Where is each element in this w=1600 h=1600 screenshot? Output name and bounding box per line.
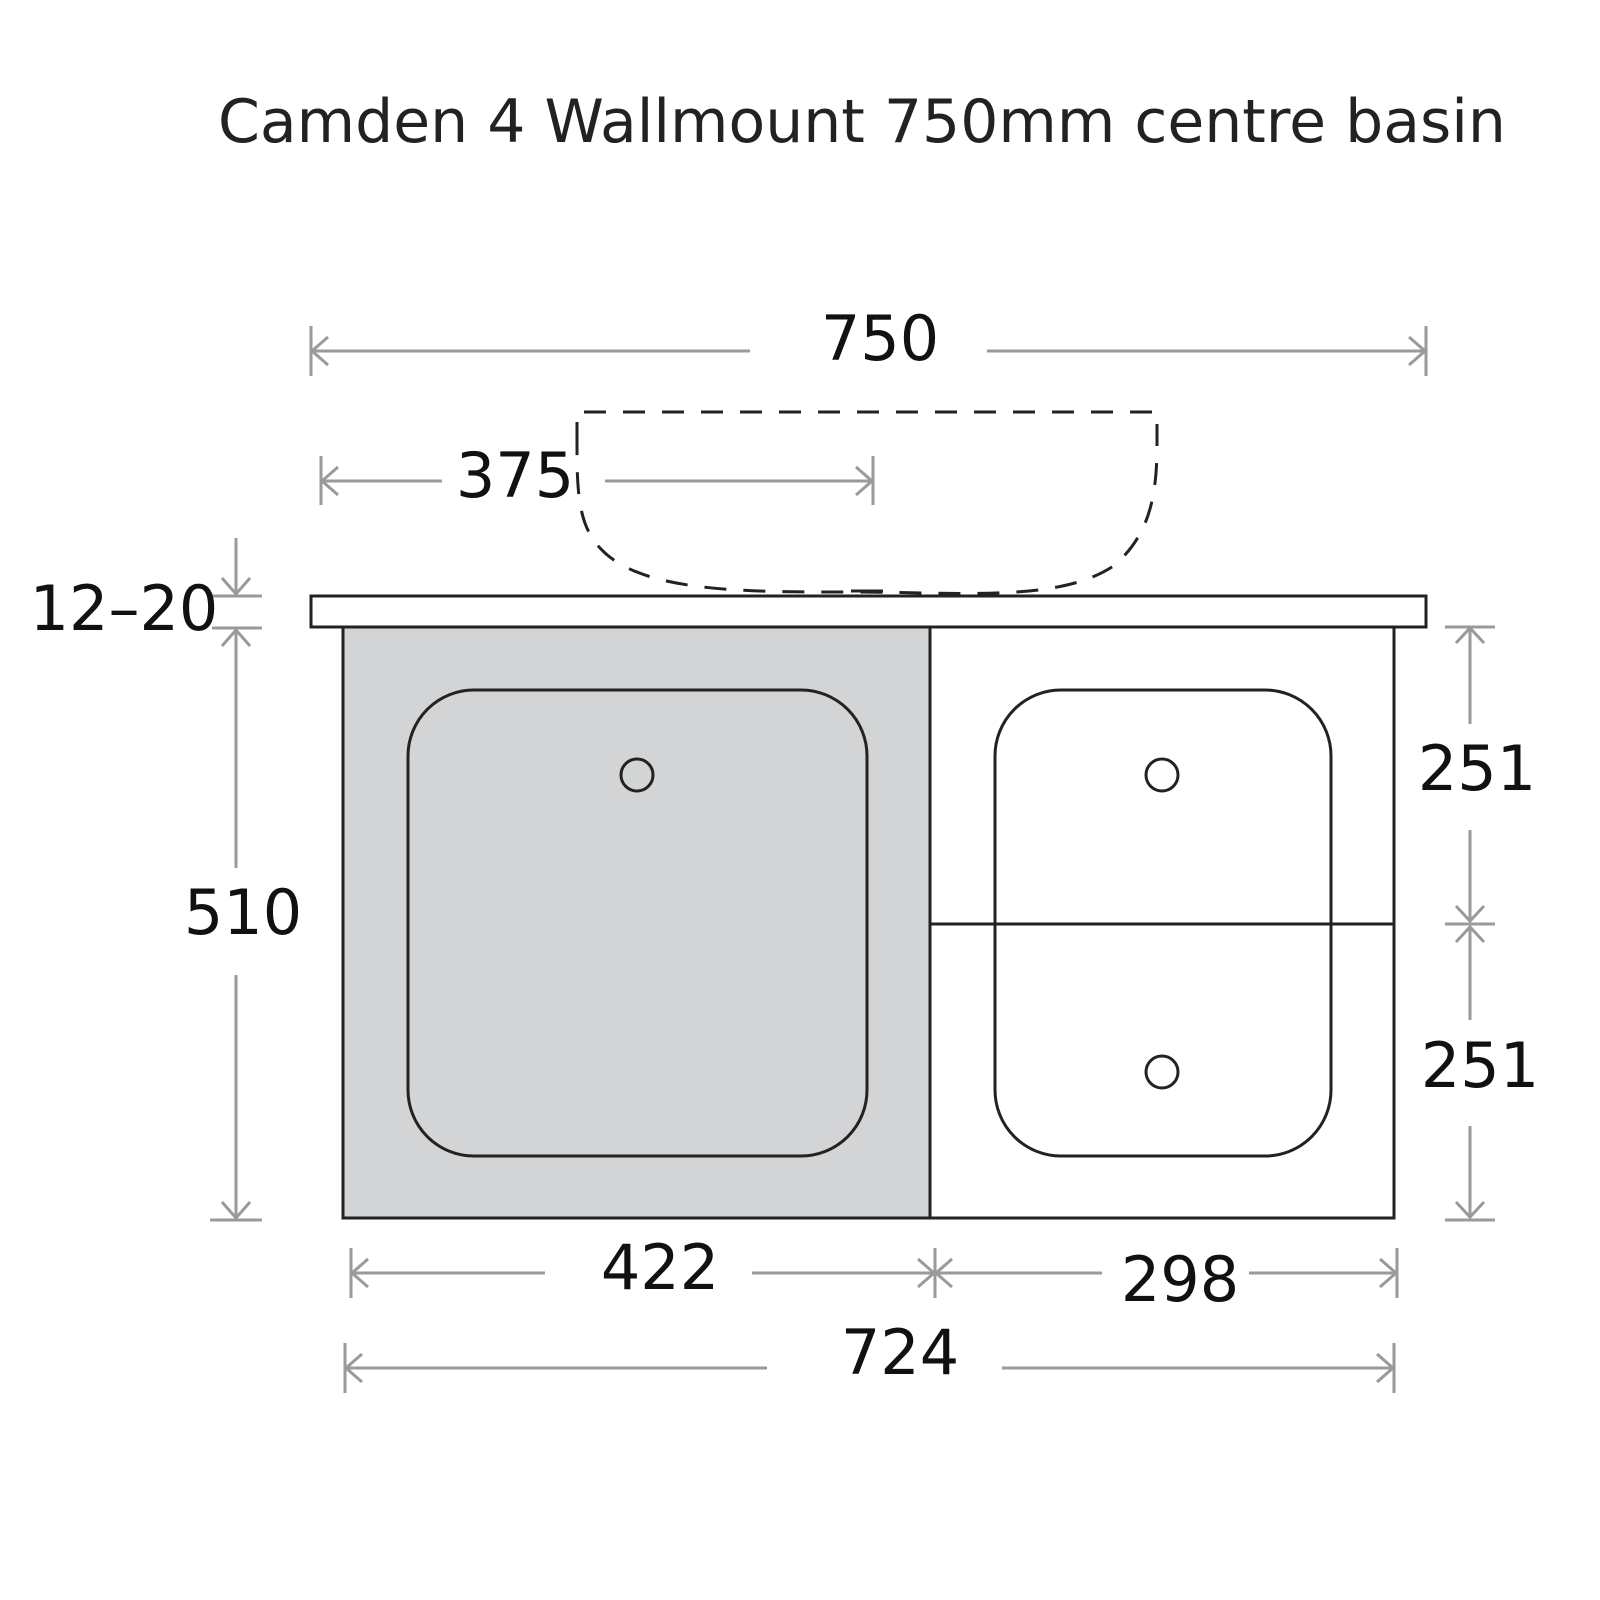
dimension-door-width: 422 bbox=[349, 1231, 937, 1304]
dimension-overall-width: 750 bbox=[309, 302, 1428, 376]
overall-width-label: 750 bbox=[821, 302, 939, 375]
dimension-top-drawer-height: 251 bbox=[1418, 625, 1536, 926]
bottom-drawer-height-label: 251 bbox=[1421, 1029, 1539, 1102]
top-thickness-label: 12–20 bbox=[30, 572, 219, 645]
dimension-bottom-drawer-height: 251 bbox=[1421, 924, 1539, 1222]
drawer-width-label: 298 bbox=[1121, 1243, 1239, 1316]
top-drawer-knob bbox=[1144, 757, 1180, 793]
basin-centre-label: 375 bbox=[456, 439, 574, 512]
drawer-recess bbox=[993, 688, 1333, 1158]
door-width-label: 422 bbox=[601, 1231, 719, 1304]
dimension-top-thickness: 12–20 bbox=[30, 538, 262, 645]
door-recess bbox=[406, 688, 869, 1158]
cabinet-height-label: 510 bbox=[184, 876, 302, 949]
benchtop bbox=[309, 594, 1428, 629]
cabinet-width-label: 724 bbox=[841, 1316, 959, 1389]
dimension-cabinet-width: 724 bbox=[343, 1316, 1396, 1393]
bottom-drawer-knob bbox=[1144, 1054, 1180, 1090]
basin-outline bbox=[575, 410, 1159, 595]
dimension-drawer-width: 298 bbox=[933, 1243, 1399, 1316]
dimension-cabinet-height: 510 bbox=[184, 627, 302, 1222]
cabinet-door-panel bbox=[341, 625, 932, 1220]
page-title: Camden 4 Wallmount 750mm centre basin bbox=[218, 87, 1506, 157]
top-drawer-height-label: 251 bbox=[1418, 732, 1536, 805]
dimension-basin-centre: 375 bbox=[319, 439, 875, 512]
door-knob bbox=[619, 757, 655, 793]
